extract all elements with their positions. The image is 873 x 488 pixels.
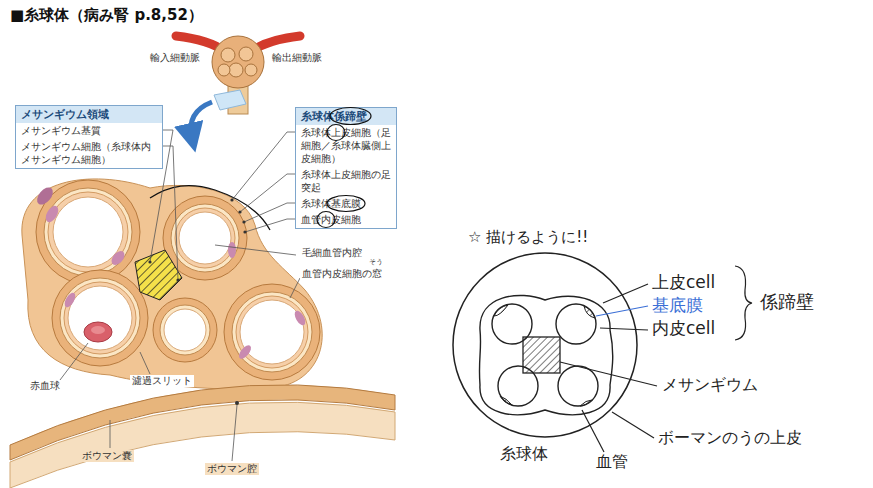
part-label: ボウマン腔: [205, 463, 259, 475]
handwritten-label: 上皮cell: [652, 272, 715, 292]
box-item: 血管内皮細胞: [296, 212, 396, 228]
handwritten-label: 糸球体: [500, 444, 548, 463]
page-title: ■糸球体（病み腎 p.8,52）: [10, 6, 203, 25]
handwritten-label: 血管: [596, 452, 628, 471]
box-heading: 糸球体係蹄壁: [296, 108, 396, 125]
part-label: 毛細血管内腔: [300, 247, 364, 259]
box-item: 糸球体上皮細胞の足突起: [296, 167, 396, 196]
info-box: メサンギウム領域メサンギウム基質メサンギウム細胞（糸球体内メサンギウム細胞）: [15, 105, 163, 169]
handwritten-label: ボーマンのうの上皮: [658, 428, 802, 447]
leader-line: [163, 146, 178, 280]
leader-line: [245, 219, 295, 232]
part-label: 赤血球: [28, 380, 62, 392]
part-label: 濾過スリット: [130, 375, 194, 387]
box-item: メサンギウム細胞（糸球体内メサンギウム細胞）: [16, 139, 162, 168]
leader-dot: [230, 198, 233, 201]
handwritten-label: ☆ 描けるように!!: [468, 228, 588, 246]
box-heading: メサンギウム領域: [16, 106, 162, 123]
part-label: そう: [369, 258, 383, 266]
box-item: メサンギウム基質: [16, 123, 162, 139]
leader-dot: [238, 210, 241, 213]
part-label: 輸出細動脈: [272, 52, 322, 64]
leader-dot: [243, 230, 246, 233]
leader-line: [240, 174, 295, 212]
part-label: 血管内皮細胞の窓: [300, 268, 384, 280]
part-label: ボウマン嚢: [80, 450, 134, 462]
info-box: 糸球体係蹄壁糸球体上皮細胞（足細胞／糸球体臓側上皮細胞）糸球体上皮細胞の足突起糸…: [295, 107, 397, 229]
handwritten-label: 基底膜: [652, 295, 703, 315]
box-item: 糸球体基底膜: [296, 196, 396, 212]
box-item: 糸球体上皮細胞（足細胞／糸球体臓側上皮細胞）: [296, 125, 396, 167]
leader-dot: [242, 220, 245, 223]
handwritten-label: メサンギウム: [662, 375, 758, 394]
leader-dot: [176, 278, 179, 281]
leader-line: [232, 132, 295, 200]
leader-dot: [148, 260, 151, 263]
part-label: 輸入細動脈: [150, 52, 200, 64]
handwritten-label: 係蹄壁: [760, 291, 814, 313]
handwritten-label: 内皮cell: [652, 318, 715, 338]
